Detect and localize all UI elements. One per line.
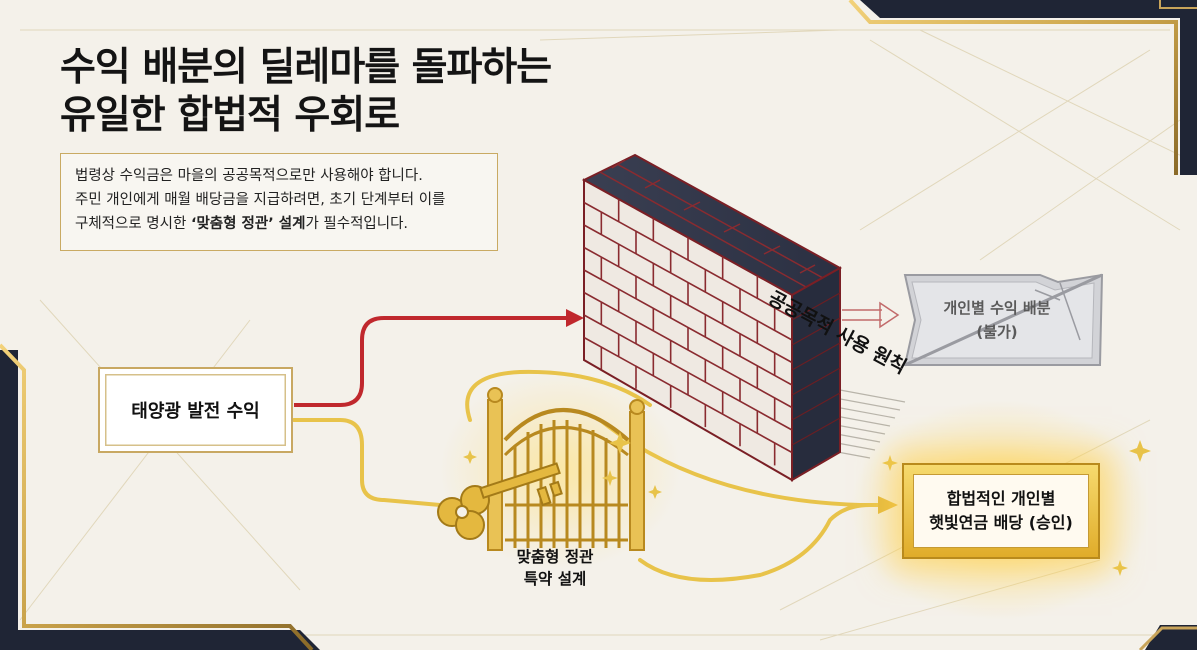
description-line-3-prefix: 구체적으로 명시한 [75,216,191,232]
gate-label: 맞춤형 정관 특약 설계 [480,546,630,590]
result-box-inner: 합법적인 개인별 햇빛연금 배당 (승인) [913,474,1089,548]
broken-stone-sign-icon [903,273,1104,367]
result-box: 합법적인 개인별 햇빛연금 배당 (승인) [902,463,1100,559]
description-line-3-bold: ‘맞춤형 정관’ 설계 [190,216,306,232]
description-line-3: 구체적으로 명시한 ‘맞춤형 정관’ 설계가 필수적입니다. [75,212,483,236]
gate-label-line-1: 맞춤형 정관 [516,548,594,566]
source-label: 태양광 발전 수익 [131,401,260,422]
description-box: 법령상 수익금은 마을의 공공목적으로만 사용해야 합니다. 주민 개인에게 매… [60,153,498,251]
blocked-label-line-2: (불가) [976,323,1018,341]
corner-frame-bottom-left [0,343,320,650]
red-path-arrow [294,309,584,407]
corner-frame-top-right [848,0,1197,175]
golden-gate-icon [487,387,645,551]
page-title: 수익 배분의 딜레마를 돌파하는 유일한 합법적 우회로 [60,44,552,140]
golden-key-icon [437,462,563,540]
gate-label-line-2: 특약 설계 [523,570,587,588]
description-line-2: 주민 개인에게 매월 배당금을 지급하려면, 초기 단계부터 이를 [75,192,446,208]
sparkle-icon [463,432,1151,576]
blocked-path-arrow [842,301,900,329]
title-line-2: 유일한 합법적 우회로 [60,93,400,138]
result-line-2: 햇빛연금 배당 (승인) [929,513,1073,532]
blocked-label-line-1: 개인별 수익 배분 [943,299,1051,317]
blocked-label: 개인별 수익 배분 (불가) [912,296,1082,344]
title-line-1: 수익 배분의 딜레마를 돌파하는 [60,45,552,90]
description-line-3-suffix: 가 필수적입니다. [305,216,409,232]
description-line-1: 법령상 수익금은 마을의 공공목적으로만 사용해야 합니다. [75,168,423,184]
result-line-1: 합법적인 개인별 [946,489,1056,508]
source-box: 태양광 발전 수익 [98,367,293,453]
corner-frame-bottom-right [1138,625,1197,650]
brick-wall-icon [581,153,843,482]
